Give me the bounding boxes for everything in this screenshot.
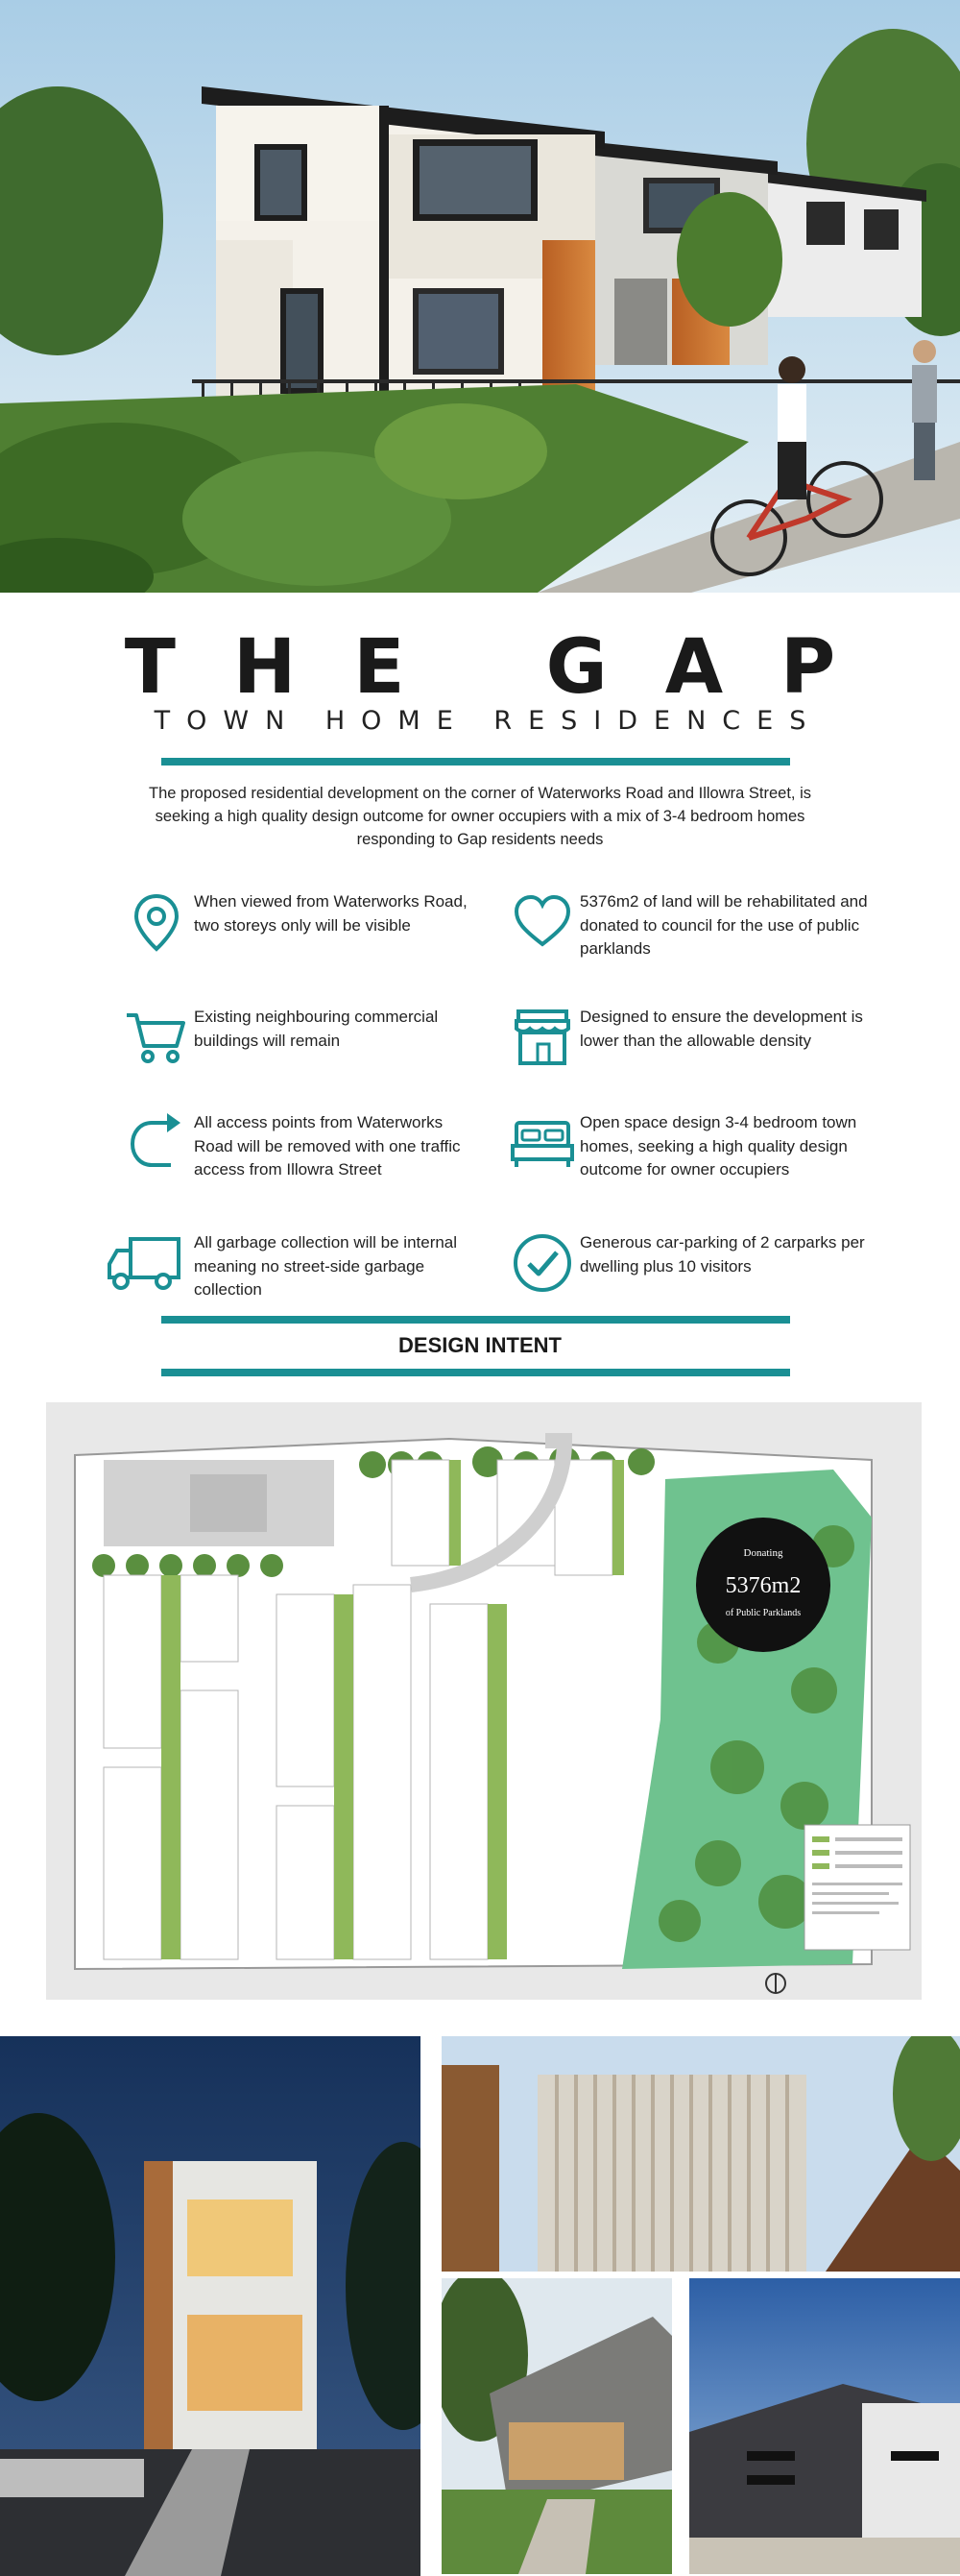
feature-text: Generous car-parking of 2 carparks per d… [580, 1233, 865, 1276]
feature-text: All garbage collection will be internal … [194, 1233, 458, 1300]
feature-item: All access points from Waterworks Road w… [123, 1109, 507, 1186]
heart-icon [514, 894, 571, 947]
feature-text: When viewed from Waterworks Road, two st… [194, 892, 468, 935]
feature-text: Existing neighbouring commercial buildin… [194, 1008, 439, 1050]
redirect-arrow-icon [130, 1113, 180, 1167]
feature-item: All garbage collection will be internal … [106, 1229, 490, 1306]
page-subtitle: TOWN HOME RESIDENCES [154, 706, 823, 736]
intro-paragraph: The proposed residential development on … [149, 785, 811, 848]
location-pin-icon [133, 893, 180, 952]
divider [161, 1316, 790, 1324]
garden-steps-house-photo [442, 2278, 672, 2574]
feature-item: Designed to ensure the development is lo… [509, 1004, 893, 1081]
badge-value-text: 5376m2 [726, 1573, 802, 1598]
feature-item: Generous car-parking of 2 carparks per d… [509, 1229, 893, 1306]
page-title: THE GAP [124, 624, 894, 711]
storefront-icon [515, 1009, 570, 1065]
badge-top-text: Donating [744, 1547, 783, 1559]
site-plan-image: Donating 5376m2 of Public Parklands [46, 1402, 922, 2000]
truck-icon [108, 1237, 180, 1290]
section-heading: DESIGN INTENT [398, 1333, 562, 1357]
feature-item: When viewed from Waterworks Road, two st… [123, 888, 507, 965]
townhouse-night-photo [0, 2036, 420, 2576]
bed-icon [511, 1121, 574, 1167]
divider [161, 758, 790, 766]
timber-screen-facade-photo [442, 2036, 960, 2272]
feature-text: All access points from Waterworks Road w… [194, 1113, 461, 1179]
feature-item: Existing neighbouring commercial buildin… [123, 1004, 507, 1081]
badge-bottom-text: of Public Parklands [726, 1608, 801, 1618]
feature-text: Designed to ensure the development is lo… [580, 1008, 863, 1050]
divider [161, 1369, 790, 1376]
feature-text: 5376m2 of land will be rehabilitated and… [580, 892, 868, 959]
feature-text: Open space design 3-4 bedroom town homes… [580, 1113, 857, 1179]
feature-item: Open space design 3-4 bedroom town homes… [509, 1109, 893, 1186]
shopping-cart-icon [127, 1013, 185, 1063]
hero-render-image [0, 0, 960, 593]
feature-item: 5376m2 of land will be rehabilitated and… [509, 888, 893, 965]
dark-clad-house-photo [689, 2278, 960, 2574]
check-circle-icon [514, 1234, 571, 1292]
